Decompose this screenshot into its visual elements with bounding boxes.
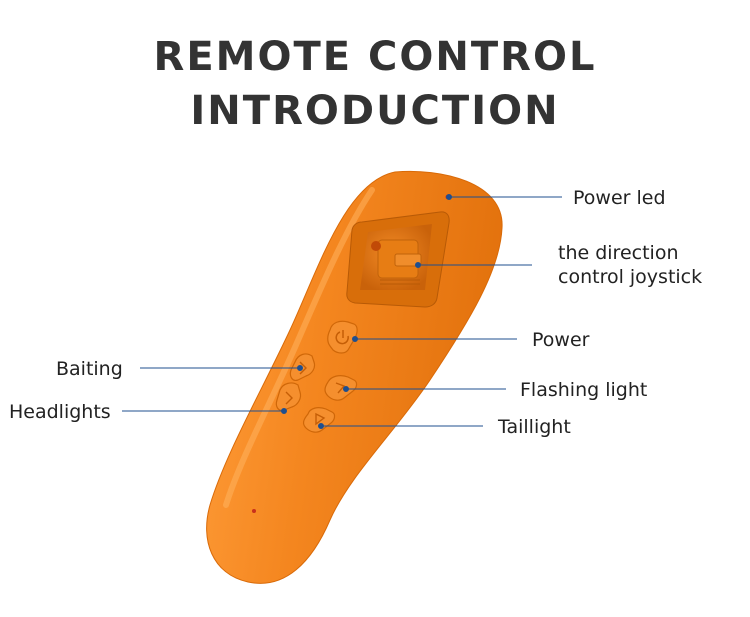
label-flashing-light: Flashing light xyxy=(520,379,648,401)
label-taillight: Taillight xyxy=(498,416,571,438)
label-baiting: Baiting xyxy=(56,358,123,380)
label-joystick-line-2: control joystick xyxy=(558,266,703,288)
taillight-icon xyxy=(315,412,326,426)
label-headlights: Headlights xyxy=(9,401,111,423)
page-title-line-2: INTRODUCTION xyxy=(190,88,560,134)
bait-icon xyxy=(299,361,307,375)
label-power-led: Power led xyxy=(573,187,666,209)
power-icon xyxy=(335,331,349,345)
headlight-icon xyxy=(285,391,293,405)
label-joystick-line-1: the direction xyxy=(558,242,679,264)
direction-joystick[interactable] xyxy=(346,211,450,308)
flashing-light-button[interactable] xyxy=(324,375,358,401)
power-button[interactable] xyxy=(327,320,358,354)
flash-icon xyxy=(335,382,346,394)
label-direction-joystick: the direction control joystick xyxy=(558,241,702,289)
remote-highlight xyxy=(223,187,375,508)
headlights-button[interactable] xyxy=(275,382,302,411)
label-power: Power xyxy=(532,329,590,351)
page-title-line-1: REMOTE CONTROL xyxy=(153,34,597,80)
leader-lines xyxy=(122,194,562,429)
bottom-indicator-dot xyxy=(252,509,256,513)
